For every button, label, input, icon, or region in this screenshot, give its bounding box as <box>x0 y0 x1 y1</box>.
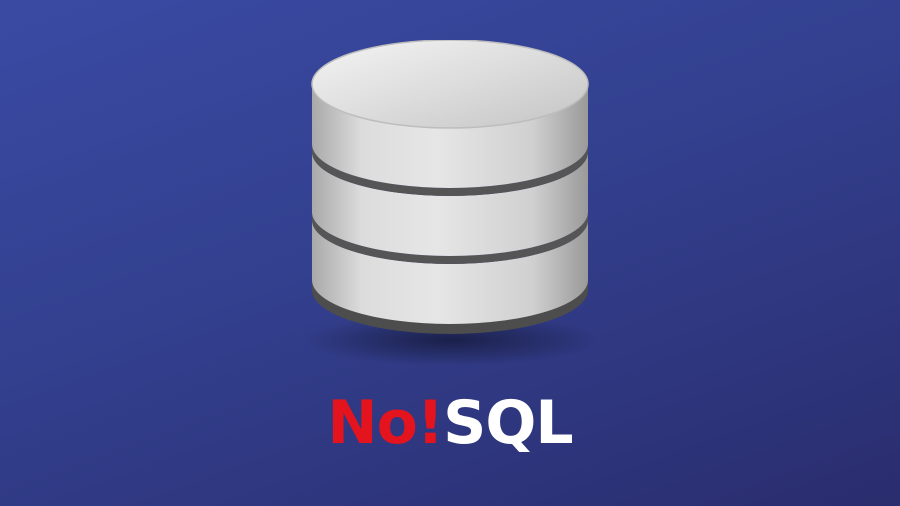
database-icon <box>300 40 600 366</box>
logo-text-no: No! <box>327 388 444 458</box>
logo-text-sql: SQL <box>443 388 573 458</box>
nosql-logo-text: No!SQL <box>0 388 900 458</box>
